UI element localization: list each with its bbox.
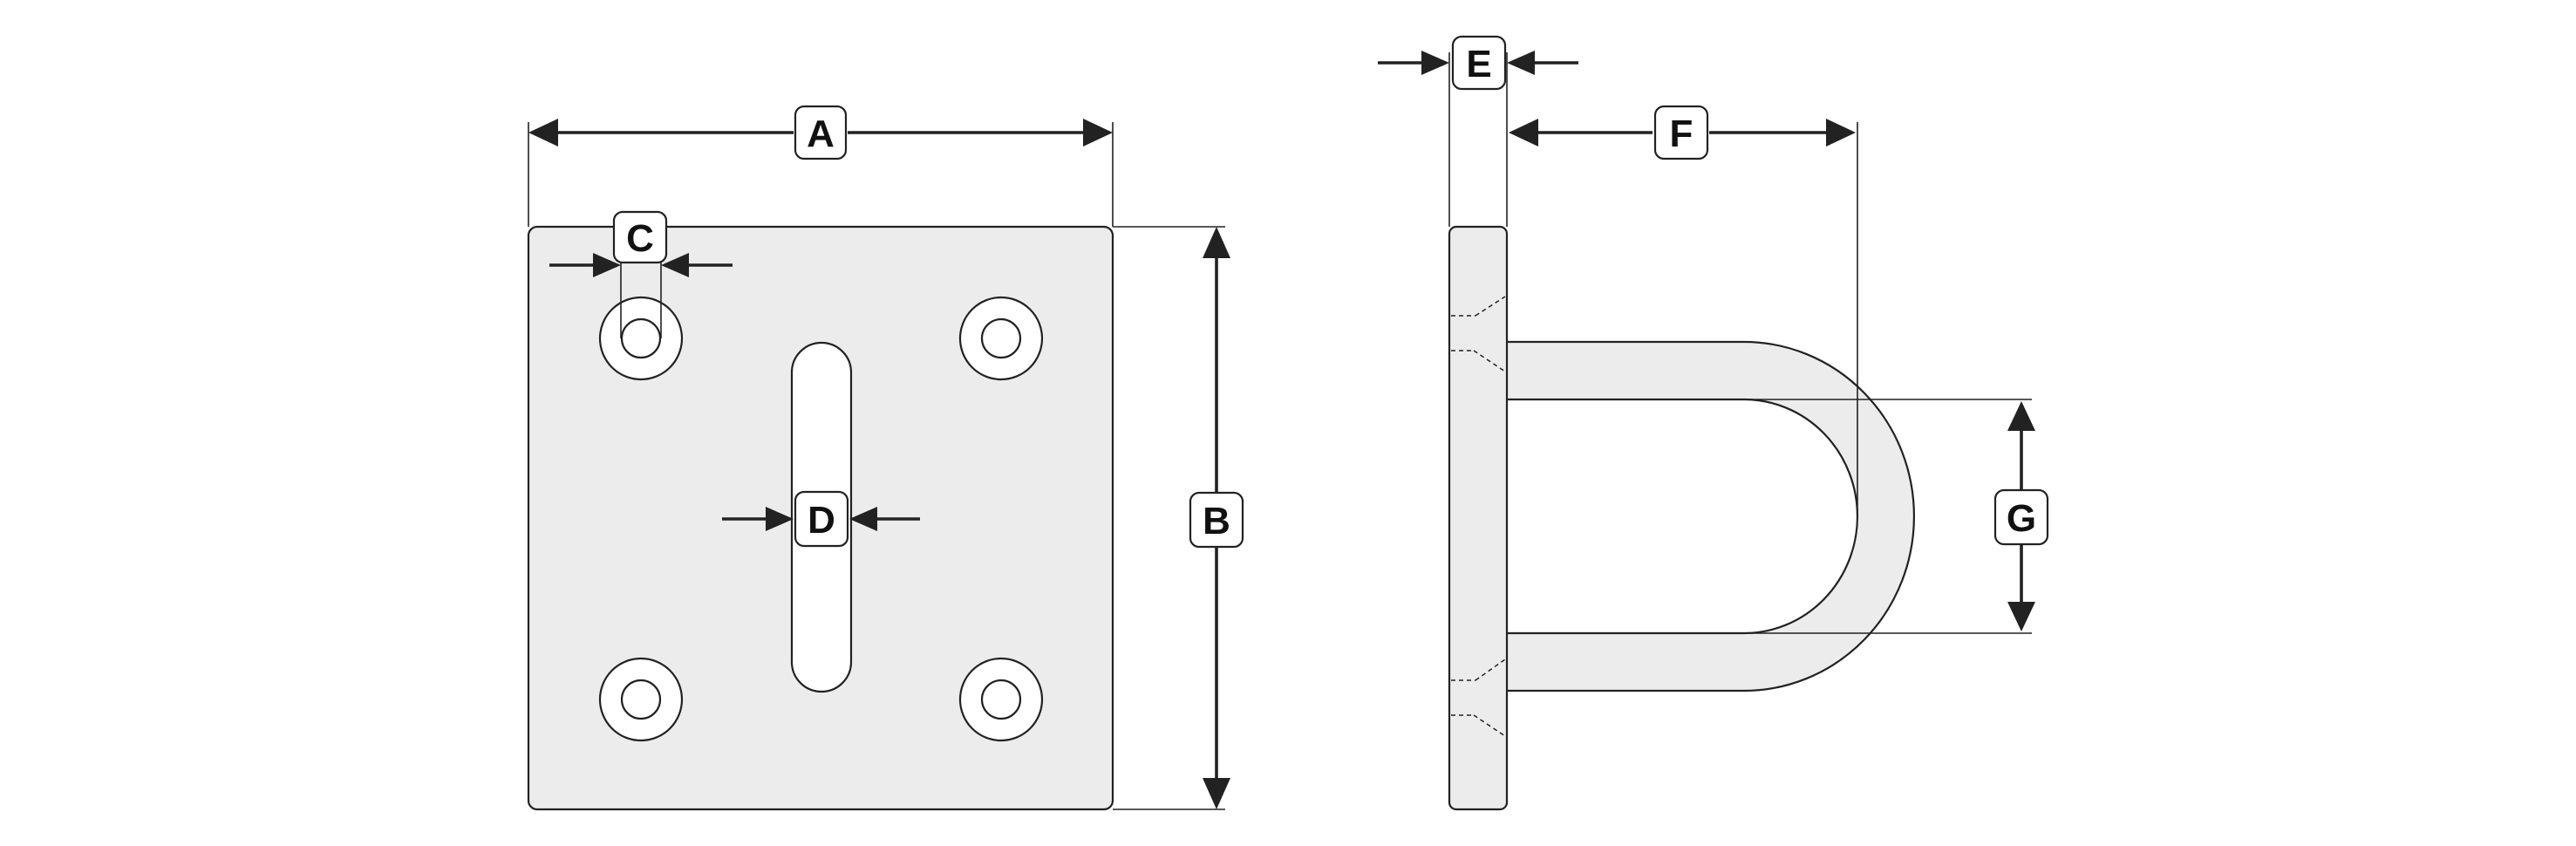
label-d-text: D (808, 499, 835, 542)
plate-profile (1448, 225, 1509, 811)
mounting-hole-top-left (598, 296, 684, 381)
label-f-text: F (1670, 113, 1693, 155)
u-bolt-loop (1504, 340, 1916, 692)
label-a: A (794, 105, 848, 160)
label-a-text: A (807, 113, 835, 155)
label-g-text: G (2007, 497, 2036, 540)
label-e-text: E (1466, 43, 1491, 85)
dimension-e (1378, 51, 1578, 227)
label-d: D (794, 490, 849, 548)
mounting-hole-bottom-left (598, 657, 684, 742)
label-e: E (1451, 35, 1507, 91)
dimension-g (1744, 399, 2035, 634)
mounting-hole-top-right (958, 296, 1044, 381)
label-f: F (1653, 105, 1709, 160)
label-b-text: B (1203, 500, 1230, 542)
dimension-b (1113, 226, 1230, 810)
label-g: G (1993, 488, 2049, 546)
label-c: C (612, 210, 668, 264)
dimension-d (722, 507, 920, 531)
dimension-f (1509, 119, 1858, 516)
side-view (1378, 51, 2035, 811)
label-c-text: C (626, 217, 654, 260)
mounting-hole-bottom-right (958, 657, 1044, 742)
hidden-lines (1451, 296, 1506, 737)
label-b: B (1189, 491, 1244, 549)
dimension-c (549, 253, 733, 338)
dimension-a (528, 119, 1114, 227)
